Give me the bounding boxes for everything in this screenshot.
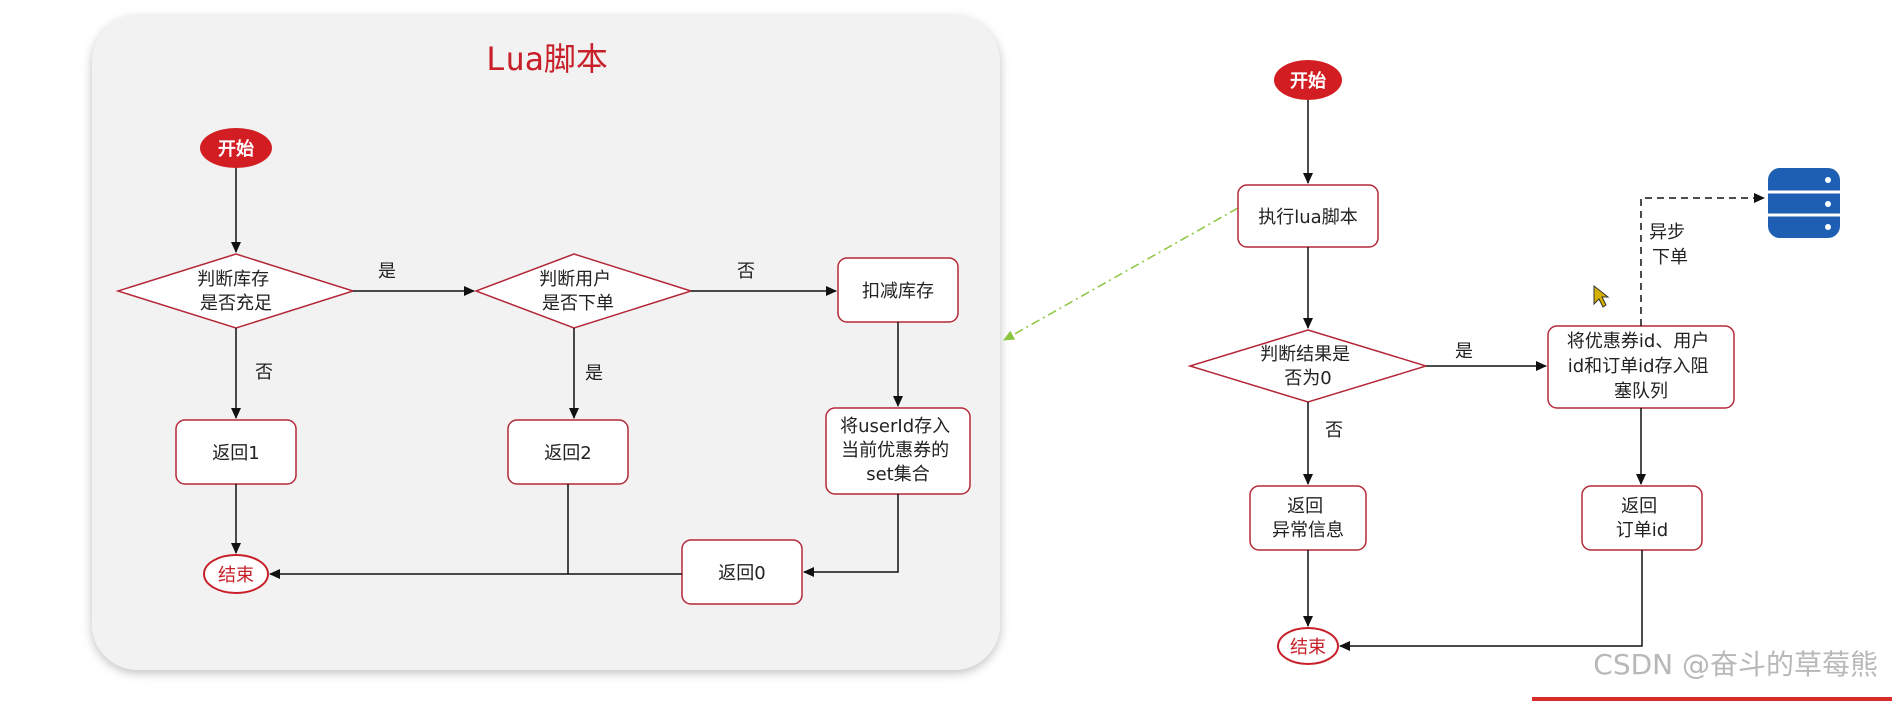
process-return-1-label: 返回1	[212, 443, 259, 464]
cursor-icon	[1593, 284, 1610, 308]
right-end-label: 结束	[1290, 637, 1326, 658]
right-start-node	[1274, 60, 1342, 100]
label-yes-user: 是	[585, 363, 603, 384]
process-deduct-stock-label: 扣减库存	[862, 281, 934, 302]
bottom-accent-bar	[1532, 697, 1892, 701]
process-return-2-label: 返回2	[544, 443, 591, 464]
lua-script-panel	[92, 16, 1000, 670]
process-return-order-label: 返回 订单id	[1616, 496, 1668, 541]
process-return-error-label: 返回 异常信息	[1272, 496, 1344, 541]
left-end-label: 结束	[218, 565, 254, 586]
label-no-result: 否	[1325, 420, 1343, 441]
edge-order-to-end	[1339, 550, 1643, 651]
left-start-node	[200, 128, 272, 168]
panel-title: Lua脚本	[486, 40, 608, 78]
left-end-node	[203, 554, 269, 594]
decision-check-result-label: 判断结果是 否为0	[1260, 344, 1356, 389]
process-exec-lua-label: 执行lua脚本	[1258, 207, 1357, 228]
label-yes-result: 是	[1455, 341, 1473, 362]
label-no-user: 否	[737, 261, 755, 282]
edge-save-to-return-0	[803, 494, 899, 577]
watermark: CSDN @奋斗的草莓熊	[1593, 648, 1878, 681]
decision-check-result	[1187, 329, 1429, 403]
label-yes-stock: 是	[378, 261, 396, 282]
right-start-label: 开始	[1290, 70, 1326, 92]
database-icon	[1768, 168, 1840, 238]
process-return-0	[681, 539, 803, 605]
process-save-user-label: 将userId存入 当前优惠券的 set集合	[840, 416, 956, 485]
right-end-node	[1277, 627, 1339, 665]
label-async-order: 异步 下单	[1649, 222, 1691, 268]
left-start-label: 开始	[218, 138, 254, 160]
edge-async-to-db	[1640, 193, 1765, 326]
process-return-0-label: 返回0	[718, 563, 765, 584]
decision-check-user-label: 判断用户 是否下单	[539, 269, 617, 314]
label-no-stock: 否	[255, 362, 273, 383]
process-enqueue-label: 将优惠券id、用户 id和订单id存入阻 塞队列	[1567, 331, 1715, 402]
edge-lua-link	[1003, 207, 1239, 341]
decision-check-stock-label: 判断库存 是否充足	[197, 269, 275, 314]
